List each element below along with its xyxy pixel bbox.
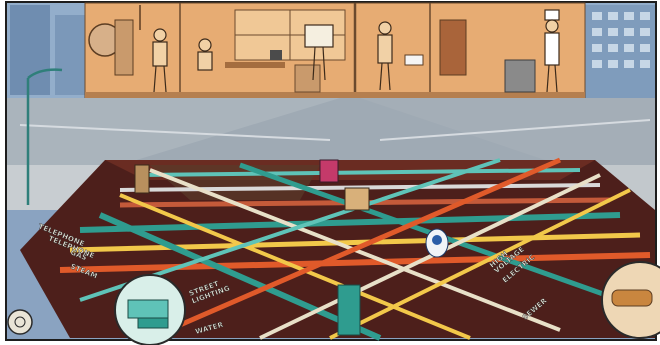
stove — [505, 60, 535, 92]
sink — [405, 55, 423, 65]
detail-inset-left — [115, 275, 185, 345]
compass-icon — [8, 310, 32, 334]
door — [440, 20, 466, 75]
telephone-icon — [270, 50, 282, 60]
seated-person — [198, 39, 212, 70]
junction-box — [345, 188, 369, 210]
water-shaft — [338, 285, 360, 335]
desk — [225, 62, 285, 68]
building-cutaway — [85, 3, 585, 98]
file-cabinet — [295, 65, 320, 92]
